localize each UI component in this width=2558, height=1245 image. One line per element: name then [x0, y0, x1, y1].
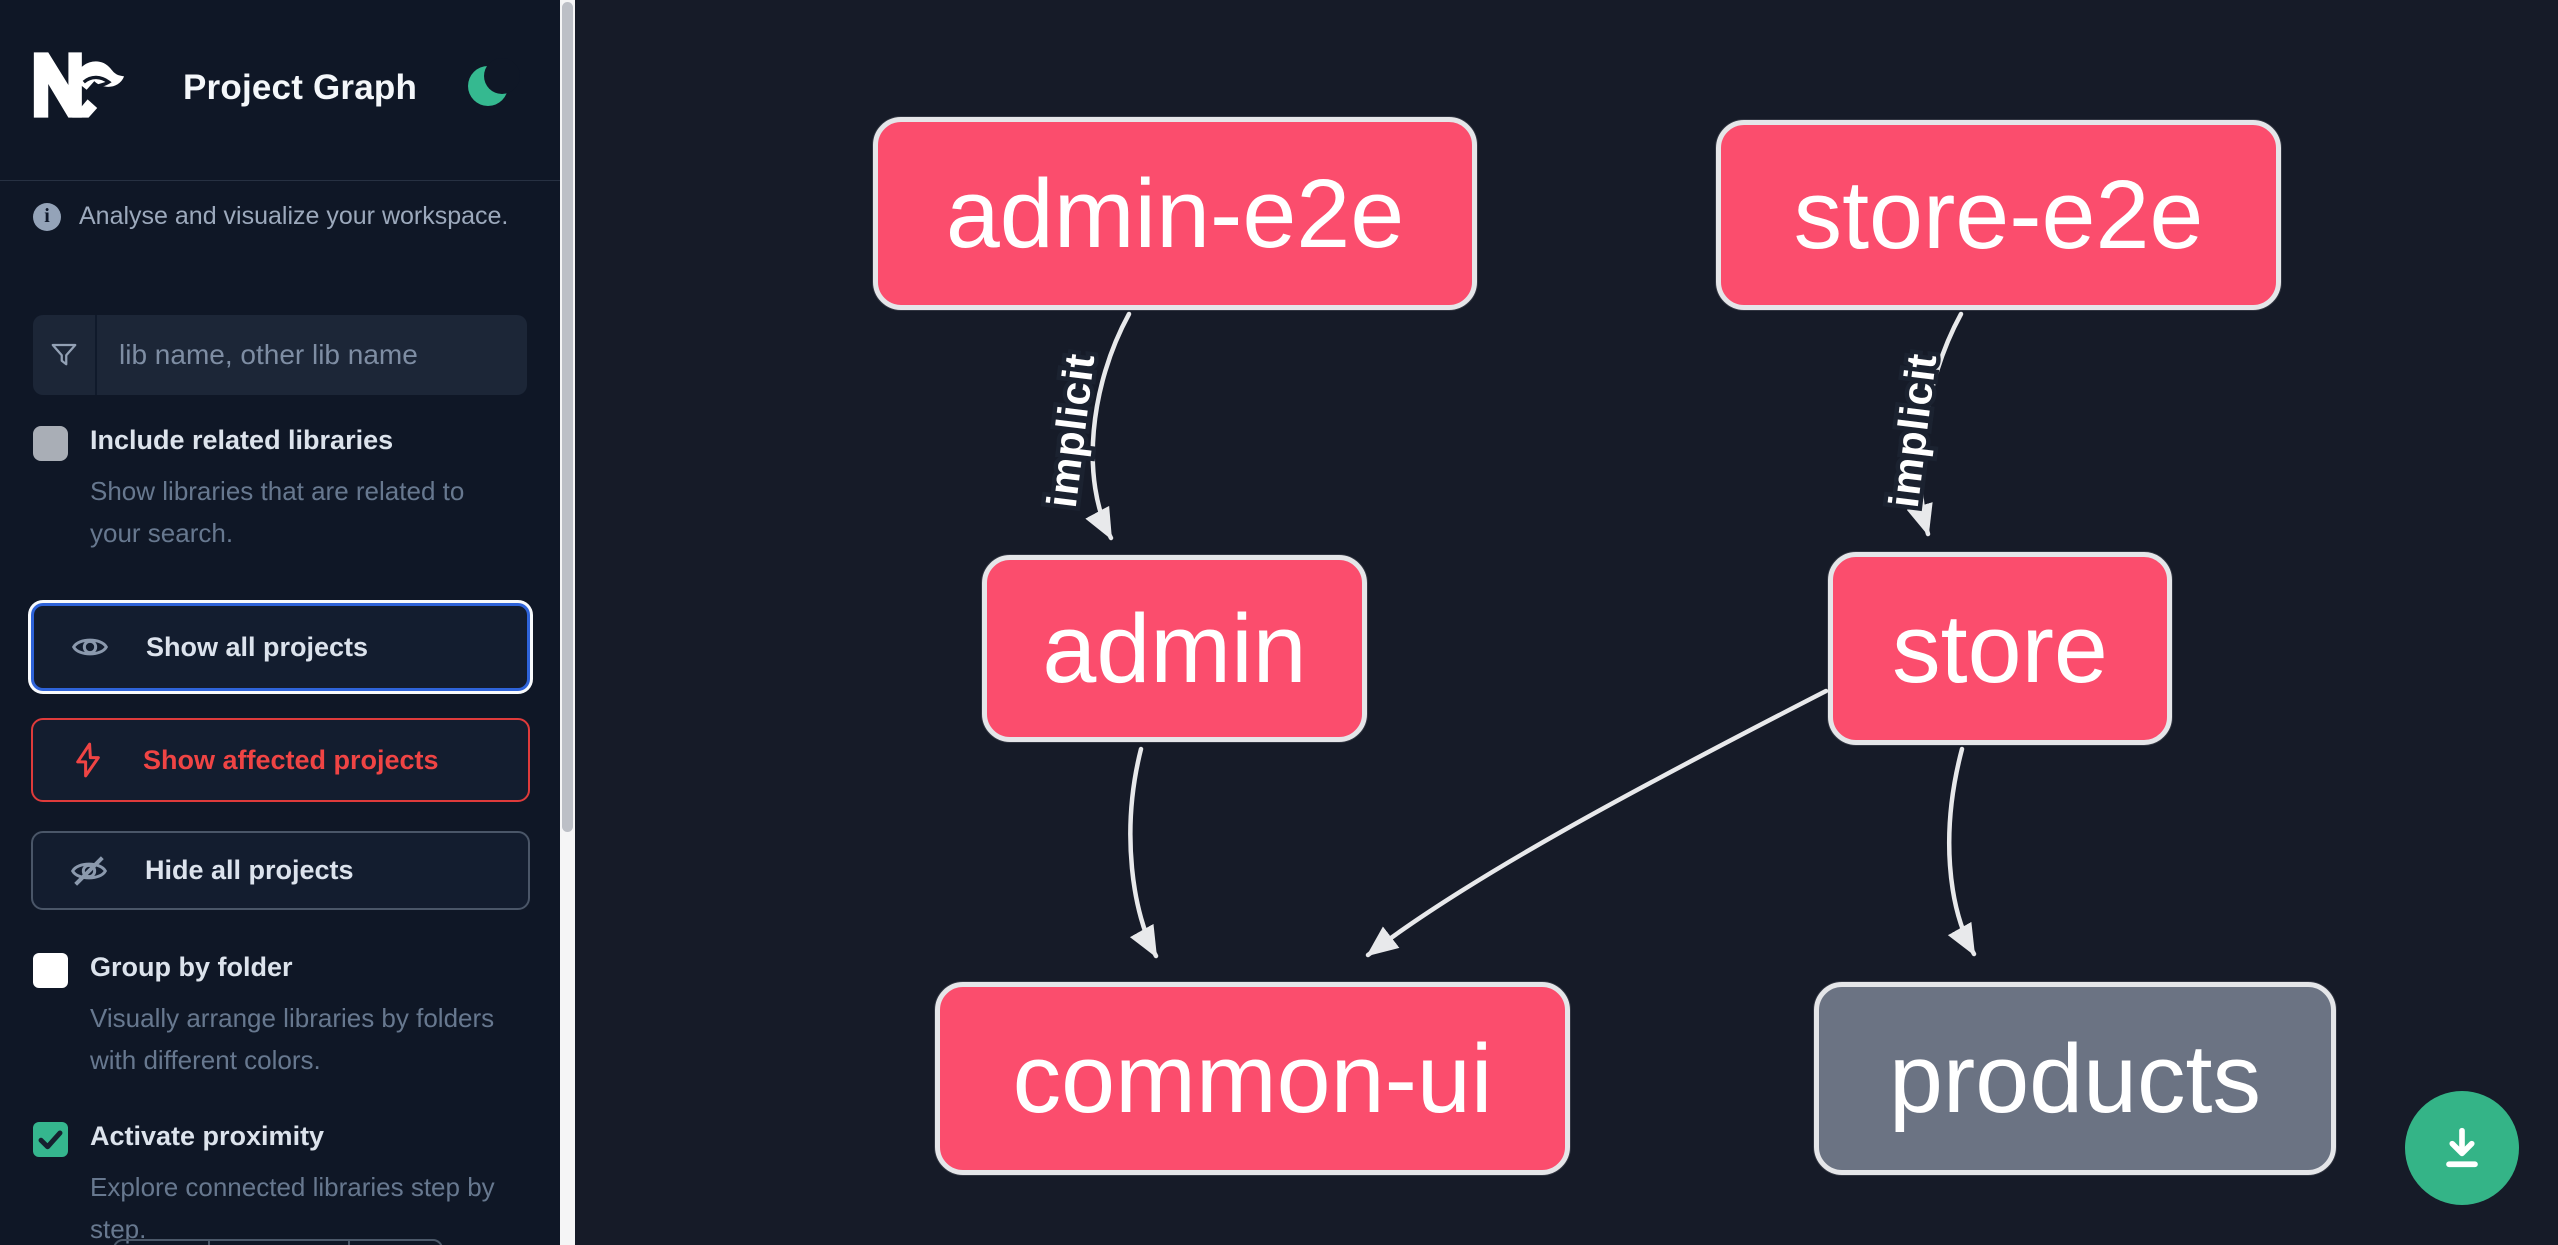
show-affected-projects-label: Show affected projects [143, 744, 439, 775]
activate-proximity-description: Explore connected libraries step by step… [90, 1172, 495, 1244]
zoom-control-partial[interactable] [113, 1239, 443, 1245]
group-by-folder-description: Visually arrange libraries by folders wi… [90, 1003, 495, 1075]
node-store-e2e[interactable]: store-e2e [1716, 120, 2281, 310]
nx-logo [33, 52, 125, 118]
graph-canvas[interactable]: implicit implicit admin-e2e store-e2e ad… [575, 0, 2558, 1245]
info-text: Analyse and visualize your workspace. [79, 202, 509, 230]
group-by-folder-label: Group by folder [90, 952, 293, 982]
sidebar-header: Project Graph [0, 0, 560, 181]
edge-label-implicit-2: implicit [1880, 350, 1946, 510]
search-input[interactable] [97, 315, 527, 395]
node-common-ui[interactable]: common-ui [935, 982, 1570, 1175]
node-products[interactable]: products [1814, 982, 2336, 1175]
activate-proximity-label: Activate proximity [90, 1121, 325, 1151]
lightning-icon [76, 742, 100, 778]
node-admin[interactable]: admin [982, 555, 1367, 742]
check-icon [38, 1130, 63, 1150]
show-all-projects-button[interactable]: Show all projects [31, 603, 530, 691]
hide-all-projects-button[interactable]: Hide all projects [31, 831, 530, 910]
sidebar-scrollbar[interactable] [560, 0, 575, 1245]
edge-store-e2e-store [1906, 311, 1964, 537]
download-graph-button[interactable] [2405, 1091, 2519, 1205]
show-affected-projects-button[interactable]: Show affected projects [31, 718, 530, 802]
scrollbar-thumb[interactable] [562, 2, 573, 832]
node-admin-e2e[interactable]: admin-e2e [873, 117, 1477, 310]
hide-all-projects-label: Hide all projects [145, 855, 354, 885]
edge-admin-common-ui [1128, 746, 1159, 959]
edge-store-common-ui [1365, 688, 1829, 958]
info-icon: i [33, 202, 61, 231]
eye-off-icon [70, 855, 108, 886]
show-all-projects-label: Show all projects [146, 631, 369, 662]
search-box [33, 315, 527, 395]
edge-store-products [1946, 746, 1977, 957]
sidebar: Project Graph i Analyse and visualize yo… [0, 0, 560, 1245]
include-related-description: Show libraries that are related to your … [90, 476, 465, 548]
node-store[interactable]: store [1828, 552, 2172, 745]
activate-proximity-checkbox[interactable] [33, 1122, 68, 1157]
page-title: Project Graph [183, 68, 418, 107]
moon-icon[interactable] [468, 58, 520, 110]
workspace-info: i Analyse and visualize your workspace. [33, 202, 508, 231]
edge-layer: implicit implicit [1033, 311, 1977, 959]
filter-funnel-icon [33, 315, 97, 395]
group-by-folder-checkbox[interactable] [33, 953, 68, 988]
download-icon [2446, 1127, 2478, 1168]
edge-admin-e2e-admin [1085, 311, 1132, 541]
include-related-checkbox[interactable] [33, 426, 68, 461]
include-related-label: Include related libraries [90, 425, 394, 455]
eye-icon [71, 638, 109, 656]
